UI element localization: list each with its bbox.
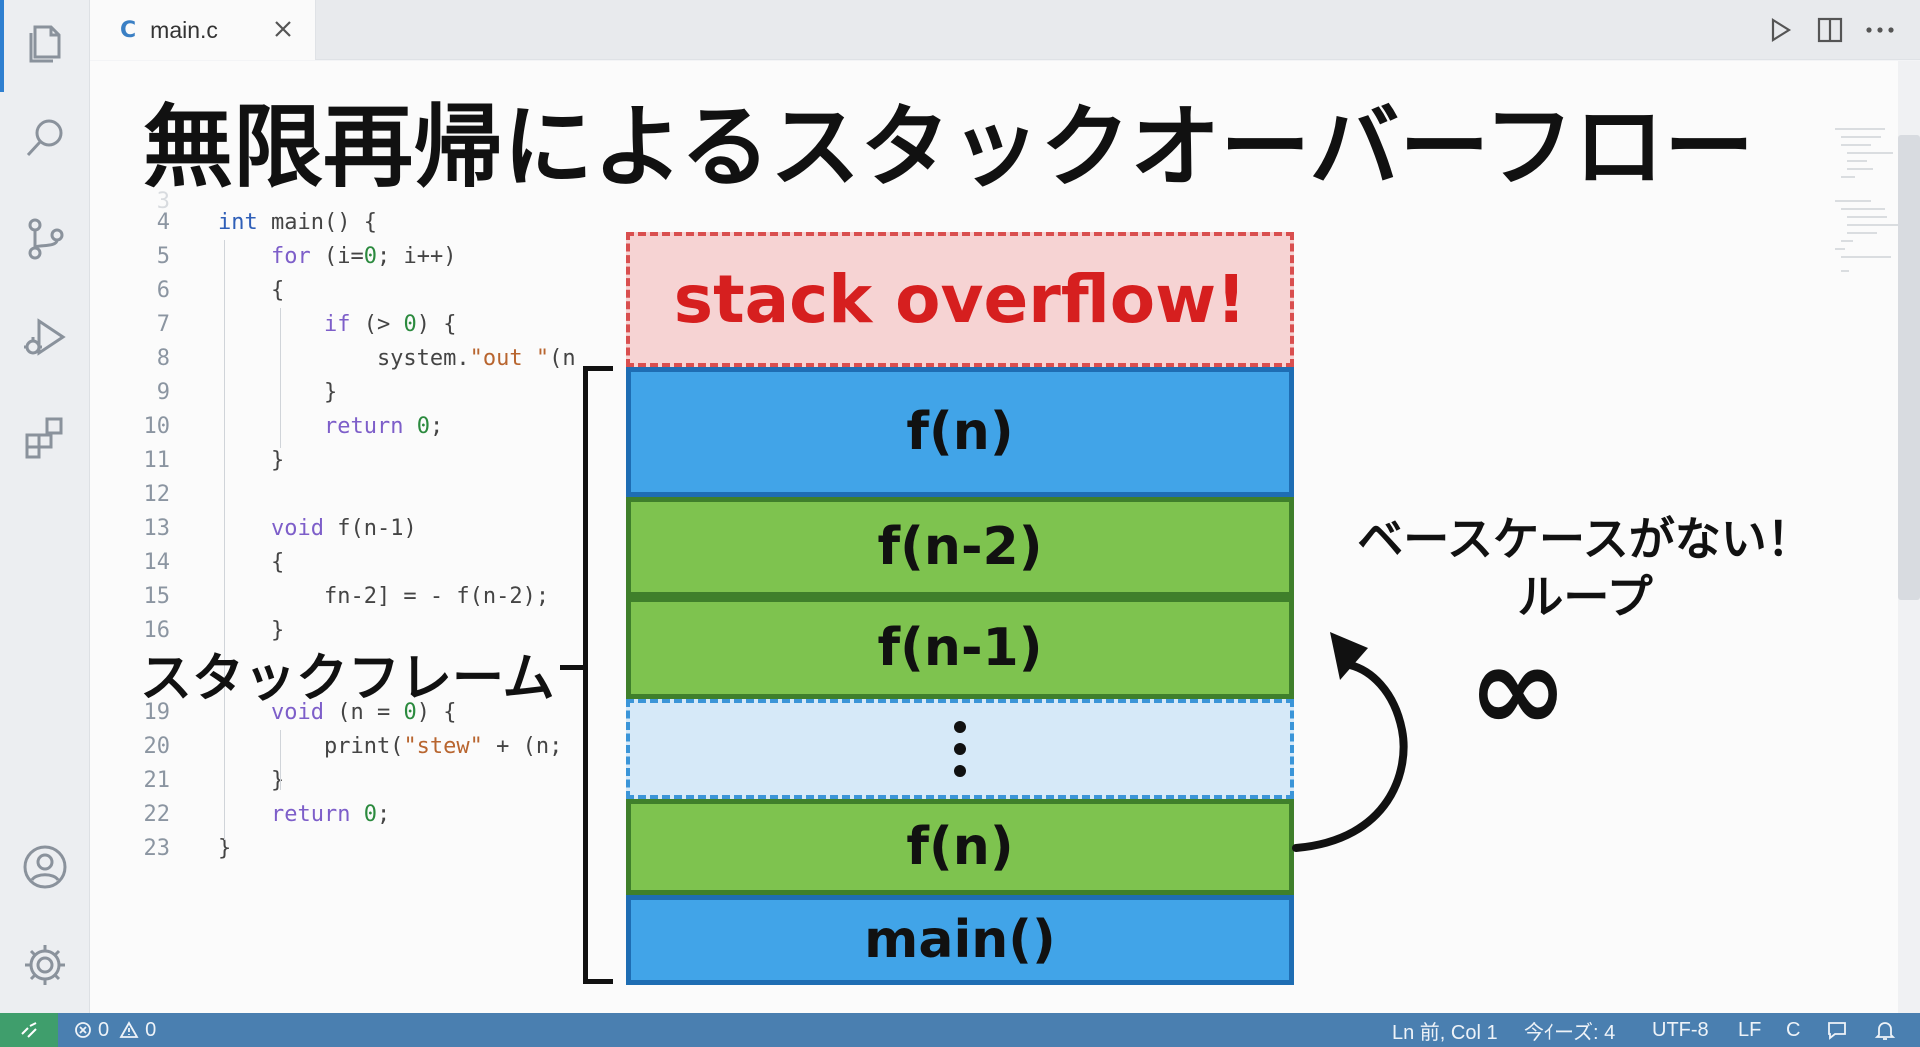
line-number: 5 xyxy=(156,244,170,269)
search-icon[interactable] xyxy=(18,112,72,166)
frame-f-n-minus-1: f(n-1) xyxy=(626,597,1294,699)
frame-f-n-bottom: f(n) xyxy=(626,799,1294,895)
line-text: return 0; xyxy=(323,414,444,439)
line-text: for (i=0; i++) xyxy=(270,244,457,269)
line-number: 16 xyxy=(143,618,171,643)
line-text: } xyxy=(218,380,338,405)
line-text: system."out "(n xyxy=(218,346,576,371)
line-number: 14 xyxy=(143,550,171,575)
encoding[interactable]: UTF-8 xyxy=(1652,1018,1709,1041)
c-language-icon: C xyxy=(120,17,137,43)
frame-ellipsis xyxy=(626,699,1294,799)
tab-filename: main.c xyxy=(150,16,218,43)
line-number: 13 xyxy=(143,516,171,541)
line-number: 23 xyxy=(143,836,171,861)
scrollbar-thumb[interactable] xyxy=(1898,135,1920,600)
line-number: 10 xyxy=(143,414,171,439)
line-number: 21 xyxy=(143,768,171,793)
end-of-line[interactable]: LF xyxy=(1738,1018,1762,1041)
frame-main: main() xyxy=(626,895,1294,985)
line-number: 8 xyxy=(156,346,170,371)
feedback-icon[interactable] xyxy=(1826,1013,1848,1047)
notifications-bell-icon[interactable] xyxy=(1874,1013,1896,1047)
account-icon[interactable] xyxy=(18,840,72,894)
line-text: print("stew" + (n; xyxy=(218,734,563,759)
line-number: 4 xyxy=(156,210,170,235)
source-control-icon[interactable] xyxy=(18,212,72,266)
indent-guide xyxy=(224,240,225,840)
minimap[interactable] xyxy=(1825,101,1920,281)
line-number: 19 xyxy=(143,700,171,725)
tab-main-c[interactable]: C main.c xyxy=(90,0,316,60)
line-text: } xyxy=(218,448,285,473)
line-number: 6 xyxy=(156,278,170,303)
warning-icon xyxy=(119,1021,139,1038)
indent-guide xyxy=(280,308,281,448)
extensions-icon[interactable] xyxy=(18,410,72,464)
slide-title: 無限再帰によるスタックオーバーフロー xyxy=(143,95,1754,200)
status-bar: 0 0 Ln 前, Col 1 今ｲーズ: 4 UTF-8 LF C xyxy=(0,1013,1920,1047)
line-text: if (> 0) { xyxy=(323,312,457,337)
recursion-arrow-icon xyxy=(1292,632,1408,852)
settings-gear-icon[interactable] xyxy=(18,938,72,992)
more-actions-icon[interactable] xyxy=(1862,12,1898,48)
line-text: } xyxy=(218,618,285,643)
tab-bar: C main.c xyxy=(90,0,1920,60)
vertical-ellipsis-icon xyxy=(954,721,966,777)
line-number: 11 xyxy=(143,448,171,473)
line-number: 15 xyxy=(143,584,171,609)
frame-f-n-top: f(n) xyxy=(626,367,1294,497)
line-text: fn-2] = - f(n-2); xyxy=(218,584,550,609)
note-line-2: ループ xyxy=(1517,570,1653,624)
run-icon[interactable] xyxy=(1762,12,1798,48)
split-editor-icon[interactable] xyxy=(1812,12,1848,48)
warning-count: 0 xyxy=(145,1018,157,1041)
stack-overflow-frame: stack overflow! xyxy=(626,232,1294,367)
line-text: void (n = 0) { xyxy=(270,700,457,725)
line-number: 7 xyxy=(156,312,170,337)
activity-bar xyxy=(0,0,90,1013)
files-icon[interactable] xyxy=(18,16,72,70)
frame-f-n-minus-2: f(n-2) xyxy=(626,497,1294,597)
line-text: int main() { xyxy=(218,210,377,235)
indent-guide xyxy=(280,730,281,790)
line-text: { xyxy=(218,278,285,303)
cursor-position[interactable]: Ln 前, Col 1 xyxy=(1392,1021,1498,1044)
line-number: 9 xyxy=(156,380,170,405)
no-base-case-note: ベースケースがない！ ループ xyxy=(1345,510,1825,626)
line-text: return 0; xyxy=(270,802,391,827)
problems-indicator[interactable]: 0 0 xyxy=(74,1013,156,1047)
error-count: 0 xyxy=(98,1018,110,1041)
language-mode[interactable]: C xyxy=(1786,1018,1801,1041)
line-number: 12 xyxy=(143,482,171,507)
line-text: void f(n-1) xyxy=(270,516,417,541)
line-text: { xyxy=(218,550,285,575)
stack-bracket xyxy=(583,366,613,984)
active-indicator xyxy=(0,0,4,92)
run-debug-icon[interactable] xyxy=(18,310,72,364)
indentation[interactable]: 今ｲーズ: 4 xyxy=(1524,1021,1616,1044)
line-number: 3 xyxy=(156,189,170,214)
close-icon[interactable] xyxy=(271,17,295,41)
line-text: } xyxy=(218,836,232,861)
line-number: 22 xyxy=(143,802,171,827)
error-icon xyxy=(75,1022,91,1038)
remote-icon[interactable] xyxy=(0,1013,58,1047)
infinity-symbol: ∞ xyxy=(1468,620,1568,759)
stack-frame-label: スタックフレーム xyxy=(140,649,555,709)
line-number: 20 xyxy=(143,734,171,759)
line-text: } xyxy=(218,768,285,793)
bracket-tick xyxy=(560,665,588,670)
note-line-1: ベースケースがない！ xyxy=(1357,512,1813,566)
